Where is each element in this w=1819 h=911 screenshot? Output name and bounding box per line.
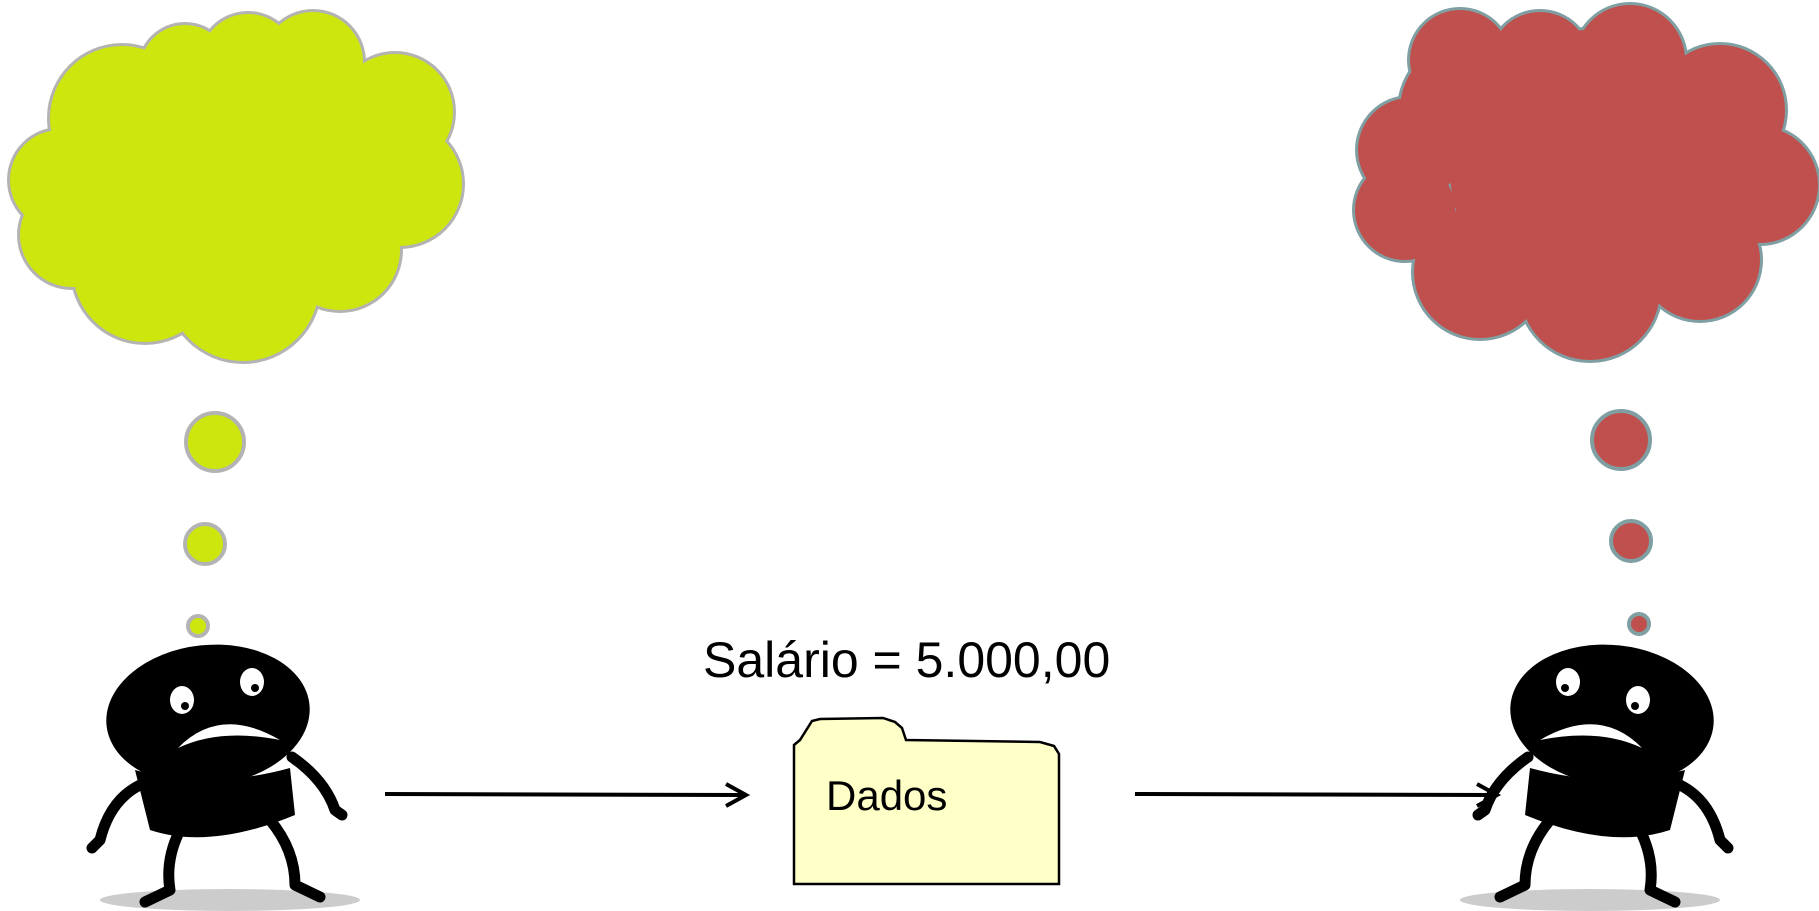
left-thought-bubble-large <box>184 411 246 473</box>
left-character-icon <box>86 644 360 911</box>
right-thought-bubble-large <box>1590 409 1652 471</box>
folder-label: Dados <box>826 772 947 819</box>
left-thought-bubble-medium <box>183 522 227 566</box>
right-thought-bubble-small <box>1627 612 1651 636</box>
right-character-icon <box>1460 644 1734 911</box>
left-thought-cloud <box>7 9 465 364</box>
left-thought-bubble-small <box>186 614 210 638</box>
arrow-right-icon-left <box>384 782 751 808</box>
right-thought-cloud <box>1352 2 1819 363</box>
right-thought-bubble-medium <box>1609 519 1653 563</box>
folder-icon <box>792 716 1061 886</box>
arrow-right-icon-right <box>1134 782 1502 808</box>
salary-label: Salário = 5.000,00 <box>703 632 1110 688</box>
